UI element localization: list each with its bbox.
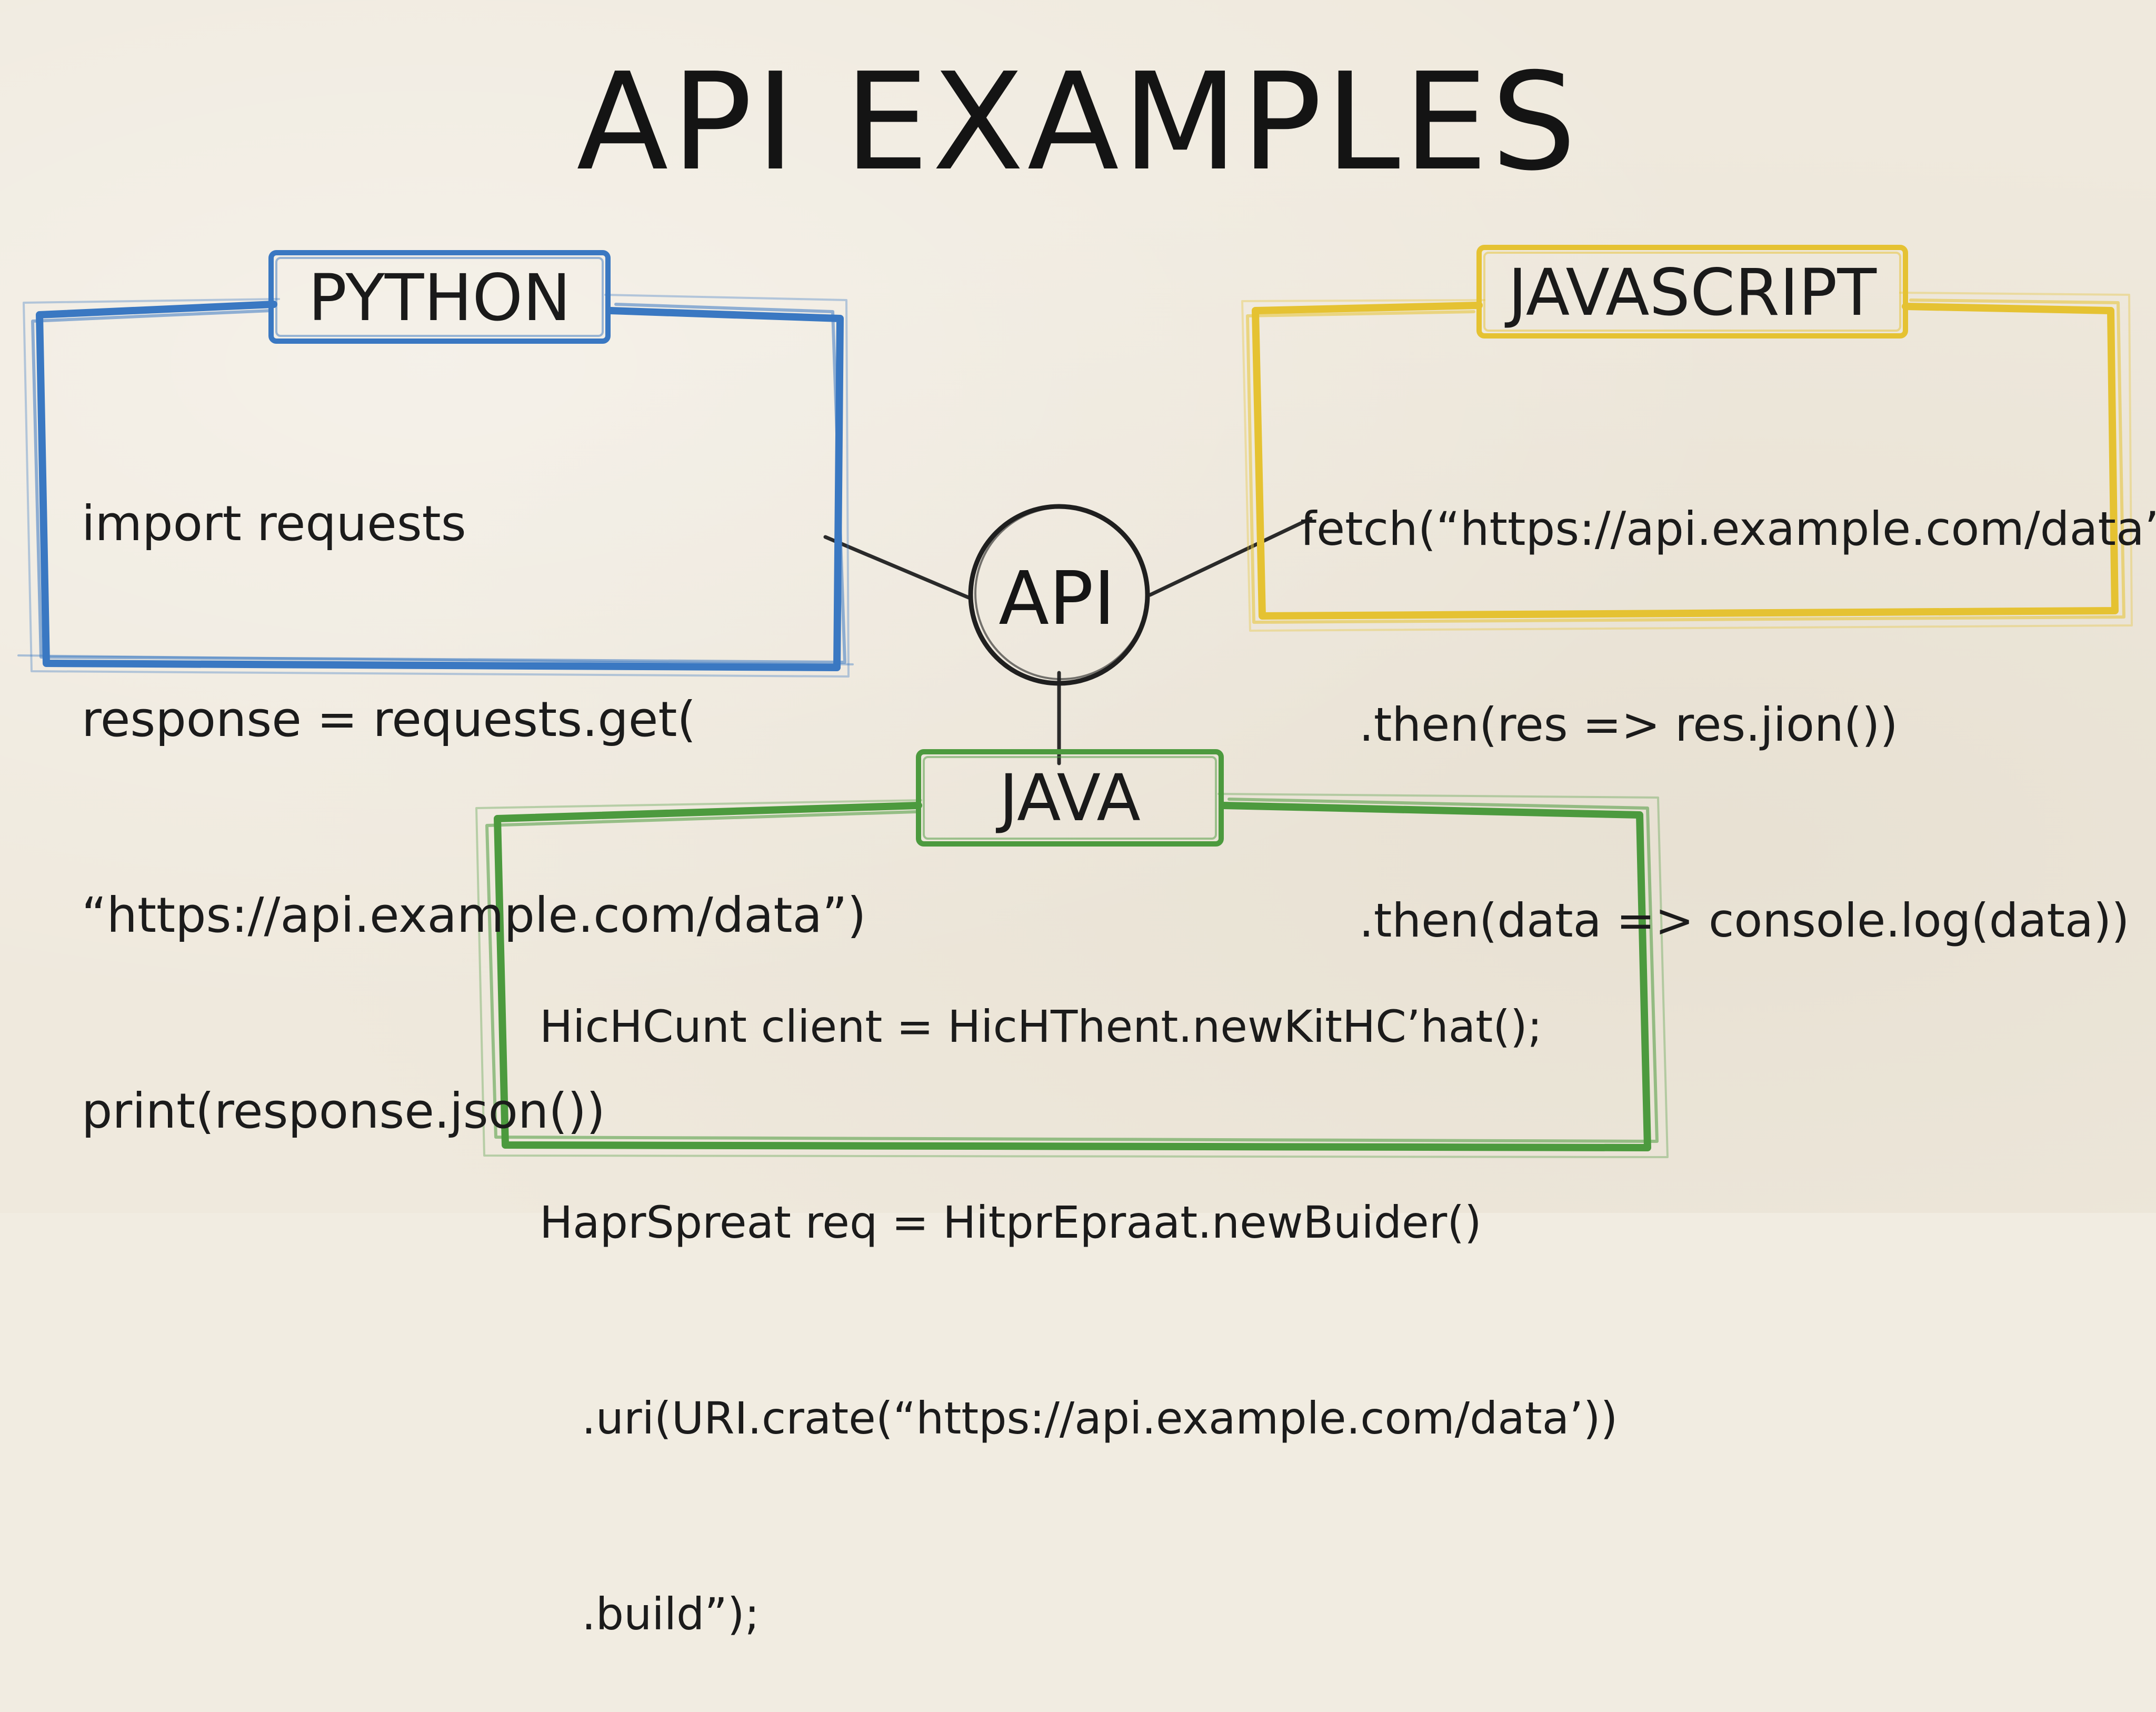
code-line: print(response.json()) (82, 1083, 605, 1139)
api-hub-label: API (999, 556, 1115, 642)
javascript-label: JAVASCRIPT (1508, 255, 1877, 330)
code-line: .build”); (540, 1588, 760, 1640)
paper-background (0, 0, 2156, 1213)
hub-circle (968, 504, 1150, 686)
code-line: .uri(URI.crate(“https://api.example.com/… (540, 1392, 1618, 1444)
java-label-box (916, 749, 1224, 847)
connector-python (823, 535, 971, 600)
javascript-code: fetch(“https://api.example.com/data’) .t… (1300, 366, 2156, 1019)
python-label: PYTHON (308, 261, 571, 335)
code-line: response = requests.get( (82, 691, 696, 748)
code-line: fetch(“https://api.example.com/data’) (1300, 502, 2156, 556)
code-line: HaprSpreat req = HitprEpraat.newBuider() (540, 1197, 1482, 1248)
code-line: HicHCunt client = HicHThent.newKitHC’hat… (540, 1001, 1543, 1052)
python-box (17, 294, 854, 678)
code-line: import requests (82, 495, 466, 552)
page-title: API EXAMPLES (576, 44, 1580, 201)
connector-javascript (1148, 516, 1313, 597)
java-box (475, 793, 1669, 1158)
python-label-box (268, 250, 611, 344)
java-label: JAVA (999, 761, 1141, 835)
python-code: import requests response = requests.get(… (82, 361, 866, 1209)
diagram-sketch (17, 245, 2133, 1158)
javascript-label-box (1476, 245, 1908, 339)
code-line: .then(res => res.jion()) (1300, 698, 1898, 752)
javascript-box (1241, 292, 2133, 632)
java-code: HicHCunt client = HicHThent.newKitHC’hat… (540, 863, 1618, 1712)
code-line: “https://api.example.com/data”) (82, 887, 866, 943)
code-line: .then(data => console.log(data)) (1300, 893, 2130, 948)
